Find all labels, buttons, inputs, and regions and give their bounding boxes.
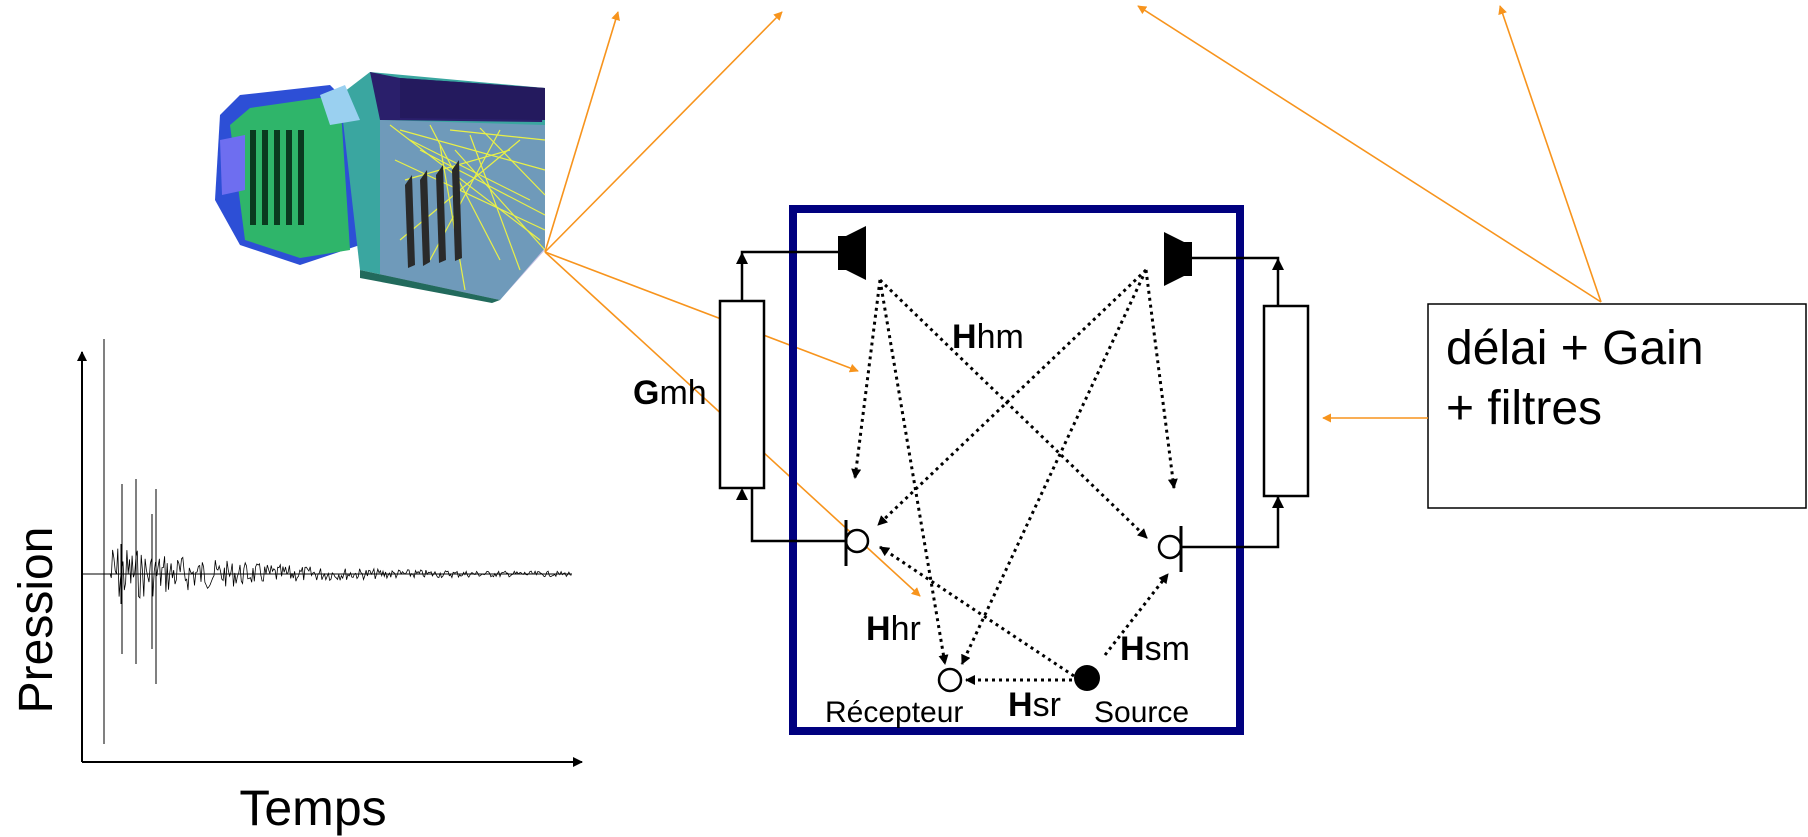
processing-box	[1427, 303, 1807, 509]
label-hhm-symbol: H	[952, 318, 977, 356]
transfer-paths	[851, 268, 1178, 685]
source-label: Source	[1094, 696, 1189, 729]
receiver-icon	[937, 667, 963, 693]
speaker-right-icon	[1164, 232, 1192, 286]
processing-box-line2: + filtres	[1446, 382, 1602, 435]
label-hsr-subscript: sr	[1033, 686, 1061, 724]
microphone-right-icon	[1157, 526, 1183, 572]
microphone-left-icon	[844, 520, 870, 566]
room-boundary	[789, 205, 1244, 735]
label-hsm: Hsm	[1120, 630, 1190, 668]
label-hhr: Hhr	[866, 610, 921, 648]
label-hsr: Hsr	[1008, 686, 1061, 724]
source-icon	[1074, 665, 1100, 691]
hall-model-icon	[215, 72, 546, 303]
label-gmh: Gmh	[633, 374, 707, 412]
right-gain-block	[1262, 304, 1310, 498]
label-hhr-subscript: hr	[891, 610, 921, 648]
label-hhm-subscript: hm	[977, 318, 1024, 356]
label-hhr-symbol: H	[866, 610, 891, 648]
label-hsm-symbol: H	[1120, 630, 1145, 668]
processing-box-line1: délai + Gain	[1446, 322, 1704, 375]
label-hsm-subscript: sm	[1145, 630, 1190, 668]
label-hhm: Hhm	[952, 318, 1024, 356]
y-axis-label: Pression	[10, 527, 63, 714]
label-gmh-symbol: G	[633, 374, 659, 412]
receiver-label: Récepteur	[825, 696, 963, 729]
label-gmh-subscript: mh	[659, 374, 706, 412]
left-feedback-loop	[718, 250, 846, 543]
processing-output-arrows	[1137, 5, 1602, 423]
speaker-left-icon	[838, 226, 866, 280]
right-feedback-loop	[1181, 256, 1310, 549]
left-gain-block	[718, 299, 766, 490]
x-axis-label: Temps	[239, 780, 386, 836]
impulse-response-plot: Pression Temps	[10, 339, 583, 836]
label-hsr-symbol: H	[1008, 686, 1033, 724]
